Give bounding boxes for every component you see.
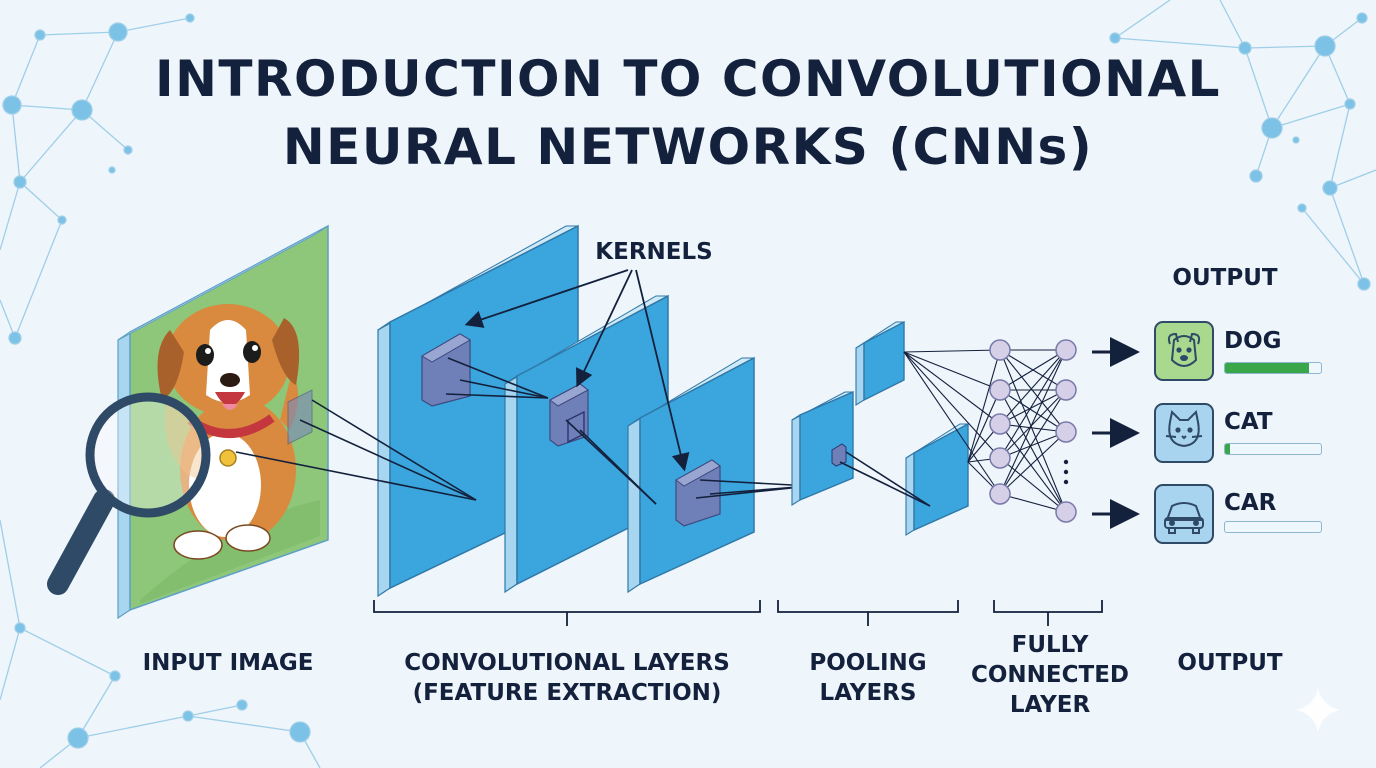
score-bar-fill-cat bbox=[1225, 444, 1230, 454]
conv-label-line-2: (FEATURE EXTRACTION) bbox=[412, 680, 722, 706]
dog-icon bbox=[1167, 332, 1201, 367]
score-bar-cat bbox=[1224, 443, 1322, 455]
dog-illustration bbox=[157, 304, 300, 560]
fc-edge bbox=[999, 431, 1067, 459]
fc-edge bbox=[903, 349, 1001, 353]
output-arrows bbox=[1092, 337, 1140, 529]
output-tile-dog bbox=[1154, 321, 1214, 381]
conv-label-line-1: CONVOLUTIONAL LAYERS bbox=[404, 650, 730, 676]
fc-edge bbox=[999, 431, 1067, 495]
fc-node bbox=[989, 339, 1011, 361]
conv-layer-3 bbox=[627, 356, 755, 594]
score-bar-fill-dog bbox=[1225, 363, 1310, 373]
pooling-layer-1 bbox=[791, 390, 854, 506]
kernels-label: KERNELS bbox=[595, 239, 713, 265]
car-icon bbox=[1164, 502, 1204, 534]
title-line-2: NEURAL NETWORKS (CNNs) bbox=[282, 118, 1094, 176]
fc-edge bbox=[967, 389, 1001, 463]
fc-node bbox=[989, 483, 1011, 505]
fc-edge bbox=[999, 389, 1067, 495]
input-image-label: INPUT IMAGE bbox=[142, 650, 314, 676]
fc-node bbox=[1055, 339, 1077, 361]
class-label-car: CAR bbox=[1224, 490, 1277, 516]
decor-network-bottom-left bbox=[0, 519, 321, 768]
output-tile-car bbox=[1154, 484, 1214, 544]
cat-icon bbox=[1165, 409, 1203, 448]
fc-edge bbox=[999, 389, 1067, 433]
fc-node bbox=[1055, 421, 1077, 443]
fc-edge bbox=[967, 349, 1001, 463]
fc-node bbox=[1055, 379, 1077, 401]
kernels-arrows bbox=[464, 269, 690, 472]
pooling-layer-2 bbox=[855, 320, 905, 406]
fc-label-line-3: LAYER bbox=[1009, 692, 1091, 718]
input-receptive-patch bbox=[287, 389, 313, 445]
fc-edge bbox=[999, 423, 1067, 513]
fc-edge bbox=[999, 349, 1067, 433]
fc-edge bbox=[903, 351, 1001, 391]
score-bar-car bbox=[1224, 521, 1322, 533]
fc-edge bbox=[903, 351, 1001, 425]
fc-edge bbox=[903, 351, 1001, 495]
fc-edge bbox=[999, 389, 1067, 425]
fc-connections bbox=[903, 349, 1067, 513]
stage-brackets bbox=[373, 600, 1103, 626]
output-header: OUTPUT bbox=[1172, 265, 1278, 291]
output-label: OUTPUT bbox=[1177, 650, 1283, 676]
fc-nodes bbox=[989, 339, 1077, 523]
pooling-lines bbox=[839, 451, 931, 507]
fc-node bbox=[989, 413, 1011, 435]
pool-label-line-1: POOLING bbox=[809, 650, 927, 676]
fc-node bbox=[989, 379, 1011, 401]
fully-connected-label: FULLY CONNECTED LAYER bbox=[958, 630, 1142, 720]
fc-edge bbox=[999, 349, 1067, 459]
fc-ellipsis bbox=[1063, 459, 1069, 485]
fc-edge bbox=[903, 351, 1001, 459]
fc-edge bbox=[999, 349, 1067, 391]
output-tile-cat bbox=[1154, 403, 1214, 463]
class-label-dog: DOG bbox=[1224, 328, 1282, 354]
pool-label-line-2: LAYERS bbox=[819, 680, 917, 706]
fc-edge bbox=[999, 457, 1067, 513]
pooling-layer-3 bbox=[905, 422, 969, 536]
fc-edge bbox=[999, 423, 1067, 433]
title-line-1: INTRODUCTION TO CONVOLUTIONAL bbox=[154, 50, 1221, 108]
fc-edge bbox=[999, 493, 1067, 513]
fc-edge bbox=[999, 349, 1067, 513]
decor-network-top-left bbox=[0, 13, 195, 345]
fc-label-line-2: CONNECTED bbox=[970, 662, 1129, 688]
pooling-layers-label: POOLING LAYERS bbox=[778, 648, 958, 708]
score-bar-dog bbox=[1224, 362, 1322, 374]
fc-edge bbox=[999, 389, 1067, 513]
class-label-cat: CAT bbox=[1224, 409, 1273, 435]
fc-edge bbox=[999, 349, 1067, 425]
fc-node bbox=[1055, 501, 1077, 523]
fc-edge bbox=[999, 349, 1067, 495]
sparkle-icon bbox=[1296, 688, 1340, 732]
fc-node bbox=[989, 447, 1011, 469]
decor-network-top-right bbox=[1109, 0, 1376, 291]
conv-layers-label: CONVOLUTIONAL LAYERS (FEATURE EXTRACTION… bbox=[362, 648, 772, 708]
fc-label-line-1: FULLY bbox=[1011, 632, 1089, 658]
fc-edge bbox=[999, 389, 1067, 459]
